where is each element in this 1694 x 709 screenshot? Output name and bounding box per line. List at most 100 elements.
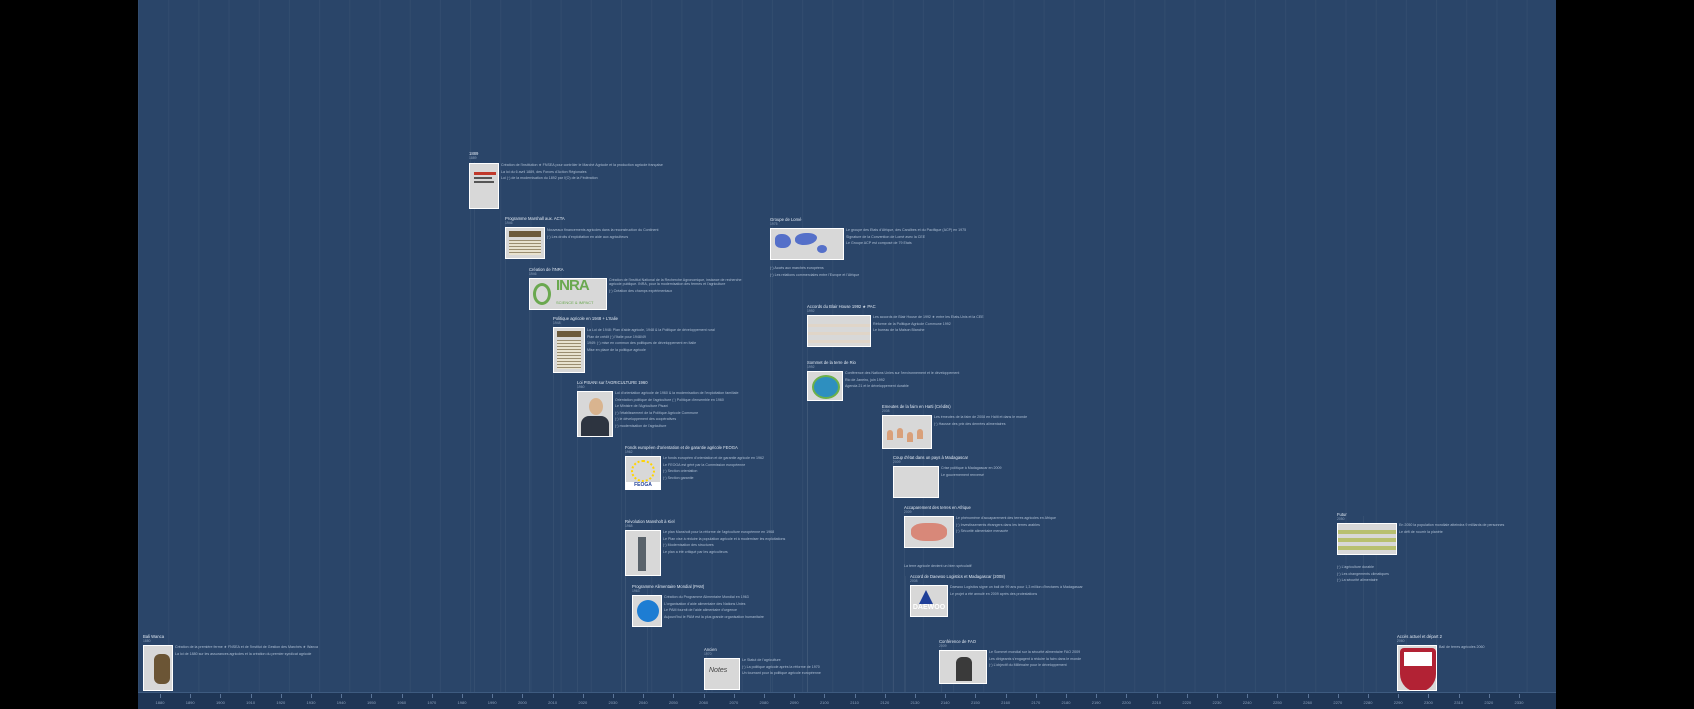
event-title: Futur xyxy=(1337,512,1347,517)
timeline-event[interactable]: Sommet de la terre de Rio 1992 Conférenc… xyxy=(807,360,1027,403)
axis-tick-mark xyxy=(703,694,705,698)
event-text: Rio de Janeiro, juin 1992 xyxy=(845,377,885,382)
event-text: La Loi de 1948: Plan d'aide agricole, 19… xyxy=(587,328,715,332)
timeline-event[interactable]: Accès actuel et départ 2 2060 Bail de te… xyxy=(1397,634,1547,691)
crowd-icon[interactable] xyxy=(882,415,932,449)
event-text: Le PAM fournit de l'aide alimentaire d'u… xyxy=(664,608,738,613)
newspaper-icon[interactable] xyxy=(553,327,585,373)
timeline-event[interactable]: Accords du Blair House 1992 ★ PAC 1992 L… xyxy=(807,304,1027,357)
portrait-icon[interactable] xyxy=(577,391,613,437)
timeline-event[interactable]: Groupe de Lomé 1975 Le groupe des Etats … xyxy=(770,217,1010,302)
axis-tick-label: 2230 xyxy=(1212,700,1222,705)
axis-tick-label: 1890 xyxy=(185,700,195,705)
axis-tick-label: 2260 xyxy=(1303,700,1313,705)
timeline-event[interactable]: Loi PISANI sur l'AGRICULTURE 1960 1960 L… xyxy=(577,380,797,439)
timeline-event[interactable]: Programme Marshall aux. ACTA 1946 Nouvea… xyxy=(505,216,685,261)
timeline-event[interactable]: Accaparement des terres en Afrique 2009 … xyxy=(904,505,1134,570)
event-text: Les émeutes de la faim de 2008 en Haïti … xyxy=(934,415,1028,419)
axis-tick-label: 2150 xyxy=(970,700,980,705)
axis-tick-label: 2300 xyxy=(1423,700,1433,705)
event-text: Le Ministre de l'Agriculture Pisani xyxy=(615,404,669,409)
axis-tick-label: 2190 xyxy=(1091,700,1101,705)
event-text: (·) La politique agricole après la réfor… xyxy=(742,664,820,669)
wfp-logo-icon[interactable] xyxy=(632,595,662,627)
axis-tick-mark xyxy=(280,694,282,698)
event-text: Loi (·) de la modernisation du 1892 par … xyxy=(501,176,598,181)
event-date: 1948 xyxy=(553,321,561,326)
axis-tick-mark xyxy=(854,694,856,698)
event-text: (·) Les droits d'exploitation en aide au… xyxy=(547,234,629,239)
timeline-viewport[interactable]: 1889 1889 Création de l'Institution ★ FN… xyxy=(138,0,1556,709)
event-text: (·) l'établissement de la Politique Agri… xyxy=(615,410,699,415)
event-text: (·) L'agriculture durable xyxy=(1337,565,1375,569)
timeline-event[interactable]: 1889 1889 Création de l'Institution ★ FN… xyxy=(469,151,709,212)
axis-tick-mark xyxy=(794,694,796,698)
event-date: 1960 xyxy=(577,385,585,390)
newspaper-icon[interactable] xyxy=(505,227,545,259)
axis-tick-mark xyxy=(1428,694,1430,698)
event-date: 1970 xyxy=(704,652,712,657)
axis-tick-label: 2100 xyxy=(819,700,829,705)
speaker-icon[interactable] xyxy=(939,650,987,684)
timeline-event[interactable]: Ancien 1970 Notes Le Statut de l'agricul… xyxy=(704,647,924,692)
daewoo-logo-icon[interactable]: DAEWOO xyxy=(910,585,948,617)
event-guide xyxy=(474,162,475,694)
axis-tick-mark xyxy=(1035,694,1037,698)
event-text: Le défi de nourrir la planète xyxy=(1399,529,1443,534)
timeline-event[interactable]: Politique agricole en 1948 + L'Italie 19… xyxy=(553,316,768,375)
axis-tick-label: 2320 xyxy=(1484,700,1494,705)
timeline-event[interactable]: Emeutes de la faim en Haïti (Crédits) 20… xyxy=(882,404,1102,453)
axis-tick-mark xyxy=(160,694,161,698)
axis-tick-mark xyxy=(643,694,645,698)
event-date: 2008 xyxy=(882,409,890,414)
statue-icon[interactable] xyxy=(625,530,661,576)
book-cover-icon[interactable] xyxy=(469,163,499,209)
event-text: Création de l'Institution ★ FNSEA pour c… xyxy=(501,163,663,167)
world-map-icon[interactable] xyxy=(770,228,844,260)
event-text: L'organisation d'aide alimentaire des Na… xyxy=(664,601,746,606)
axis-tick-mark xyxy=(431,694,433,698)
event-date: 2050 xyxy=(1337,517,1345,522)
event-text: Les dirigeants s'engagent à réduire la f… xyxy=(989,656,1082,661)
timeline-event[interactable]: Révolution Mansholt à Kiel 1968 Le plan … xyxy=(625,519,855,580)
rice-terrace-icon[interactable] xyxy=(1337,523,1397,555)
axis-tick-mark xyxy=(1096,694,1098,698)
timeline-event[interactable]: Fonds européen d'orientation et de garan… xyxy=(625,445,865,514)
timeline-event[interactable]: Bali Wanca 1880 Création de la première … xyxy=(143,634,358,693)
event-guide xyxy=(882,406,883,694)
axis-tick-mark xyxy=(1005,694,1007,698)
axis-tick-mark xyxy=(552,694,554,698)
building-icon[interactable] xyxy=(807,315,871,347)
event-text: Orientation politique de l'agriculture (… xyxy=(615,397,724,402)
axis-tick-label: 2060 xyxy=(699,700,709,705)
shield-badge-icon[interactable] xyxy=(1397,645,1437,691)
axis-tick-label: 2040 xyxy=(638,700,648,705)
eu-feoga-logo-icon[interactable]: FEOGA xyxy=(625,456,661,490)
event-text: Mise en place de la politique agricole xyxy=(587,347,646,352)
event-text: Agenda 21 et le développement durable xyxy=(845,384,909,389)
timeline-event[interactable]: Conférence de FAO 2009 Le Sommet mondial… xyxy=(939,639,1159,692)
timeline-event[interactable]: Coup d'état dans un pays à Madagascar 20… xyxy=(893,455,1113,500)
event-title: Conférence de FAO xyxy=(939,639,977,644)
manuscript-icon[interactable]: Notes xyxy=(704,658,740,690)
poster-icon[interactable] xyxy=(143,645,173,691)
event-text: Le plan a été critiqué par les agriculte… xyxy=(663,549,728,554)
timeline-event[interactable]: Accord de Daewoo Logistics et Madagascar… xyxy=(910,574,1140,635)
event-title: Politique agricole en 1948 + L'Italie xyxy=(553,316,618,321)
timeline-event[interactable]: Futur 2050 En 2050 la population mondial… xyxy=(1337,512,1552,633)
infographic-map-icon[interactable] xyxy=(904,516,954,548)
timeline-event[interactable]: Programme Alimentaire Mondial (PAM) 1963… xyxy=(632,584,862,641)
event-guide xyxy=(505,218,506,694)
event-title: Ancien xyxy=(704,647,717,652)
axis-tick-label: 2290 xyxy=(1393,700,1403,705)
axis-tick-mark xyxy=(1337,694,1339,698)
axis-tick-label: 2110 xyxy=(850,700,859,705)
axis-tick-label: 1900 xyxy=(215,700,225,705)
event-text: Le projet a été annulé en 2009 après des… xyxy=(950,591,1038,596)
farmers-icon[interactable] xyxy=(893,466,939,498)
earth-summit-logo-icon[interactable] xyxy=(807,371,843,401)
event-date: 1880 xyxy=(143,639,151,644)
